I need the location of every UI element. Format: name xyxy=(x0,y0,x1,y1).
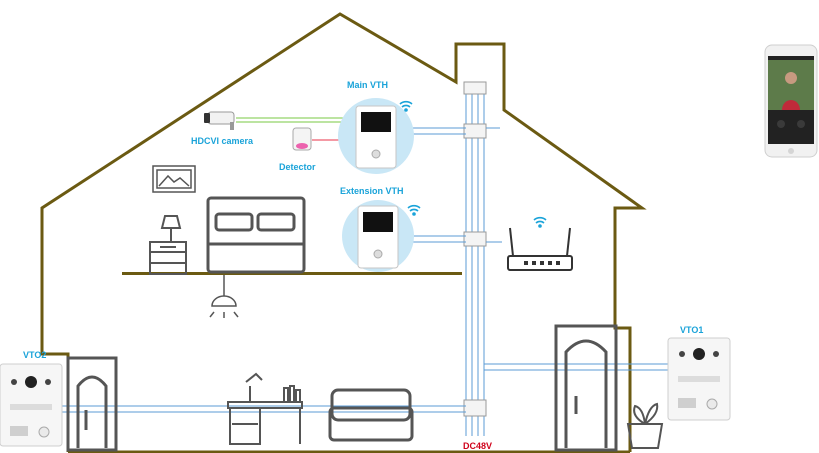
detector-label: Detector xyxy=(279,162,316,172)
main-vth-label: Main VTH xyxy=(347,80,389,90)
power-label: DC48V xyxy=(463,441,493,451)
intercom-icon xyxy=(667,337,731,421)
sofa-icon xyxy=(328,388,414,442)
vto1-label: VTO1 xyxy=(680,325,704,335)
main-vth-device xyxy=(338,98,414,174)
picture-frame-icon xyxy=(152,165,196,193)
smartphone-icon xyxy=(764,44,818,158)
extension-vth-device xyxy=(342,200,414,272)
camera-icon xyxy=(204,111,235,130)
nightstand-icon xyxy=(149,241,187,275)
extension-vth-label: Extension VTH xyxy=(340,186,404,196)
vto2-label: VTO2 xyxy=(23,350,47,360)
hdcvi-camera-label: HDCVI camera xyxy=(191,136,254,146)
junction-boxes xyxy=(463,81,487,417)
house-outline xyxy=(40,12,647,453)
vertical-trunk xyxy=(465,86,485,436)
bed-icon xyxy=(206,196,306,274)
wifi-icon xyxy=(407,204,421,216)
intercom-icon xyxy=(0,363,63,447)
wifi-icon xyxy=(399,100,413,112)
desk-icon xyxy=(227,372,303,445)
detector-icon xyxy=(292,127,312,151)
wifi-icon xyxy=(533,216,547,228)
lamp-icon xyxy=(160,215,182,242)
plant-icon xyxy=(626,402,664,449)
door-icon xyxy=(554,324,618,452)
ceiling-lamp-icon xyxy=(209,275,239,318)
door-icon xyxy=(66,356,118,452)
router-icon xyxy=(507,227,573,271)
